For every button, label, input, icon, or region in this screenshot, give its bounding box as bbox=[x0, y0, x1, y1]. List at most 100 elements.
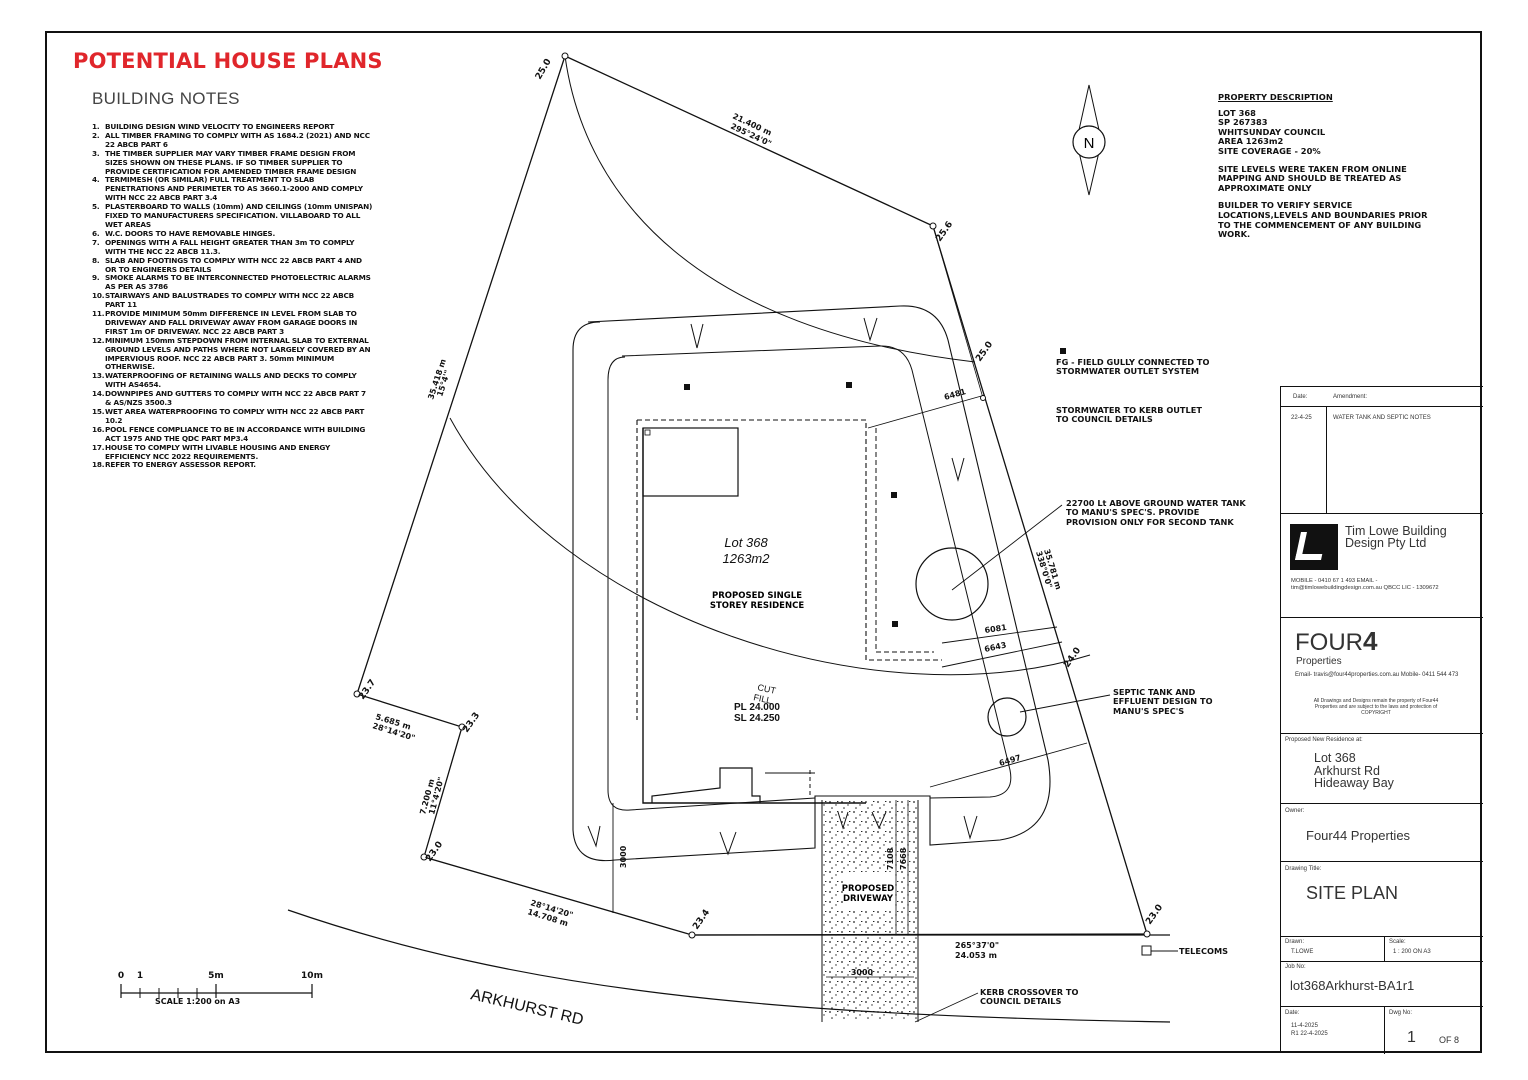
building-notes-title: BUILDING NOTES bbox=[92, 89, 240, 108]
level-label: 23.0 bbox=[1144, 903, 1165, 927]
amendment-date: 22-4-25 bbox=[1291, 415, 1312, 421]
building-note-item: 17.HOUSE TO COMPLY WITH LIVABLE HOUSING … bbox=[92, 442, 374, 462]
building-note-item: 10.STAIRWAYS AND BALUSTRADES TO COMPLY W… bbox=[92, 291, 374, 310]
property-description-line: AREA 1263m2 bbox=[1218, 136, 1284, 147]
owner-name: Four44 Properties bbox=[1306, 828, 1411, 843]
dimension-label: 6643 bbox=[984, 641, 1008, 654]
building-note-item: 18.REFER TO ENERGY ASSESSOR REPORT. bbox=[92, 461, 374, 470]
corner-mark bbox=[644, 429, 651, 436]
designer-name: Tim Lowe Building Design Pty Ltd bbox=[1345, 524, 1447, 550]
building-note-text: ALL TIMBER FRAMING TO COMPLY WITH AS 168… bbox=[105, 130, 370, 149]
water-tank-circle bbox=[915, 547, 989, 621]
building-note-number: 4. bbox=[92, 175, 100, 185]
building-note-text: HOUSE TO COMPLY WITH LIVABLE HOUSING AND… bbox=[105, 442, 331, 461]
building-note-item: 2. ALL TIMBER FRAMING TO COMPLY WITH AS 1… bbox=[92, 130, 374, 150]
client-sub: Properties bbox=[1296, 656, 1342, 667]
field-gully-legend: FG - FIELD GULLY CONNECTED TO STORMWATER… bbox=[1056, 357, 1210, 377]
house-wall bbox=[642, 428, 866, 804]
building-note-item: 3. THE TIMBER SUPPLIER MAY VARY TIMBER FR… bbox=[92, 148, 374, 177]
inner-batter-line-2 bbox=[607, 356, 816, 811]
building-note-text: PLASTERBOARD TO WALLS (10mm) AND CEILING… bbox=[105, 202, 373, 229]
drawing-title-block: Drawing Title: SITE PLAN bbox=[1281, 861, 1483, 933]
property-description-line: LOT 368 bbox=[1218, 107, 1256, 118]
building-note-number: 2. bbox=[92, 130, 100, 140]
dimension-label: 7668 bbox=[899, 847, 908, 870]
job-number: lot368Arkhurst-BA1r1 bbox=[1290, 978, 1415, 993]
builder-verify-note: BUILDER TO VERIFY SERVICE LOCATIONS,LEVE… bbox=[1218, 200, 1428, 240]
building-note-text: SMOKE ALARMS TO BE INTERCONNECTED PHOTOE… bbox=[105, 273, 371, 292]
septic-leader bbox=[1019, 694, 1111, 713]
dimension-label: 6081 bbox=[984, 623, 1008, 635]
building-note-text: STAIRWAYS AND BALUSTRADES TO COMPLY WITH… bbox=[105, 291, 354, 310]
level-label: 23.4 bbox=[691, 908, 712, 932]
building-note-number: 11. bbox=[92, 309, 105, 319]
entry-porch bbox=[651, 767, 761, 803]
date-dwg-row: Date: 11-4-2025 R1 22-4-2025 Dwg No: 1 O… bbox=[1281, 1006, 1483, 1054]
building-note-number: 8. bbox=[92, 255, 100, 265]
scale-tick-label: 1 bbox=[137, 971, 143, 981]
amendment-text: WATER TANK AND SEPTIC NOTES bbox=[1333, 415, 1431, 421]
lot-area: 1263m2 bbox=[723, 551, 771, 566]
level-label: 25.0 bbox=[974, 340, 995, 364]
dwg-label: Dwg No: bbox=[1389, 1010, 1413, 1016]
designer-logo-icon bbox=[1290, 524, 1338, 570]
building-note-text: SLAB AND FOOTINGS TO COMPLY WITH NCC 22 … bbox=[105, 255, 362, 274]
contour-25-6-line bbox=[932, 225, 984, 399]
dimension-label: 3000 bbox=[851, 968, 874, 977]
building-note-number: 16. bbox=[92, 424, 105, 434]
owner-label: Owner: bbox=[1285, 808, 1305, 814]
level-label: 25.0 bbox=[534, 57, 554, 81]
title-block: Date: Amendment: 22-4-25 WATER TANK AND … bbox=[1280, 386, 1483, 1054]
job-row: Job No: lot368Arkhurst-BA1r1 bbox=[1281, 961, 1483, 1006]
boundary-pegs bbox=[353, 52, 1151, 939]
issue-date-label: Date: bbox=[1285, 1010, 1300, 1016]
north-label: N bbox=[1084, 135, 1095, 152]
scale-bar-label: SCALE 1:200 on A3 bbox=[155, 997, 240, 1006]
building-note-text: BUILDING DESIGN WIND VELOCITY TO ENGINEE… bbox=[105, 122, 335, 131]
building-note-text: TERMIMESH (OR SIMILAR) FULL TREATMENT TO… bbox=[105, 175, 363, 203]
client-logo: FOUR4 bbox=[1295, 626, 1378, 656]
property-description-line: SITE COVERAGE - 20% bbox=[1218, 145, 1321, 156]
building-note-number: 5. bbox=[92, 202, 100, 212]
setback-dimensions bbox=[612, 394, 1088, 913]
bearing-angle: 265°37'0" bbox=[955, 941, 999, 950]
telecoms-pit bbox=[1141, 945, 1152, 956]
level-label: 23.3 bbox=[461, 711, 482, 735]
building-note-number: 7. bbox=[92, 237, 100, 247]
job-label: Job No: bbox=[1285, 964, 1306, 970]
scale-label: Scale: bbox=[1389, 939, 1406, 945]
building-note-number: 15. bbox=[92, 407, 105, 416]
page-header: POTENTIAL HOUSE PLANS bbox=[73, 49, 383, 73]
water-tank-leader bbox=[951, 504, 1063, 591]
field-gullies bbox=[684, 348, 1066, 627]
building-note-text: WATERPROOFING OF RETAINING WALLS AND DEC… bbox=[105, 371, 357, 390]
building-note-text: MINIMUM 150mm STEPDOWN FROM INTERNAL SLA… bbox=[105, 335, 371, 372]
kerb-leader bbox=[914, 992, 979, 1023]
building-notes-list: 1.BUILDING DESIGN WIND VELOCITY TO ENGIN… bbox=[92, 122, 374, 470]
building-note-text: DOWNPIPES AND GUTTERS TO COMPLY WITH NCC… bbox=[105, 389, 366, 408]
copyright-note: All Drawings and Designs remain the prop… bbox=[1313, 698, 1439, 716]
building-note-text: THE TIMBER SUPPLIER MAY VARY TIMBER FRAM… bbox=[105, 148, 357, 176]
stormwater-note: STORMWATER TO KERB OUTLET TO COUNCIL DET… bbox=[1056, 405, 1202, 425]
property-description-line: WHITSUNDAY COUNCIL bbox=[1218, 126, 1326, 137]
house-room bbox=[642, 427, 739, 497]
building-note-number: 3. bbox=[92, 148, 100, 158]
scale-tick-label: 5m bbox=[208, 971, 224, 981]
dwg-total: OF 8 bbox=[1439, 1035, 1460, 1045]
water-tank-callout: 22700 Lt ABOVE GROUND WATER TANK TO MANU… bbox=[1066, 498, 1246, 527]
kerb-crossover-callout: KERB CROSSOVER TO COUNCIL DETAILS bbox=[980, 987, 1079, 1007]
building-note-number: 10. bbox=[92, 291, 105, 301]
road-name: ARKHURST RD bbox=[469, 986, 585, 1028]
dimension-label: 6497 bbox=[998, 753, 1022, 768]
dimension-label: 3000 bbox=[619, 845, 628, 868]
septic-tank-circle bbox=[987, 697, 1027, 737]
proposed-label: Proposed New Residence at: bbox=[1285, 737, 1363, 743]
building-note-number: 17. bbox=[92, 442, 105, 452]
pad-level: PL 24.000 bbox=[734, 702, 780, 713]
septic-callout: SEPTIC TANK AND EFFLUENT DESIGN TO MANU'… bbox=[1113, 687, 1213, 716]
designer-block: Tim Lowe Building Design Pty Ltd MOBILE … bbox=[1281, 513, 1483, 617]
